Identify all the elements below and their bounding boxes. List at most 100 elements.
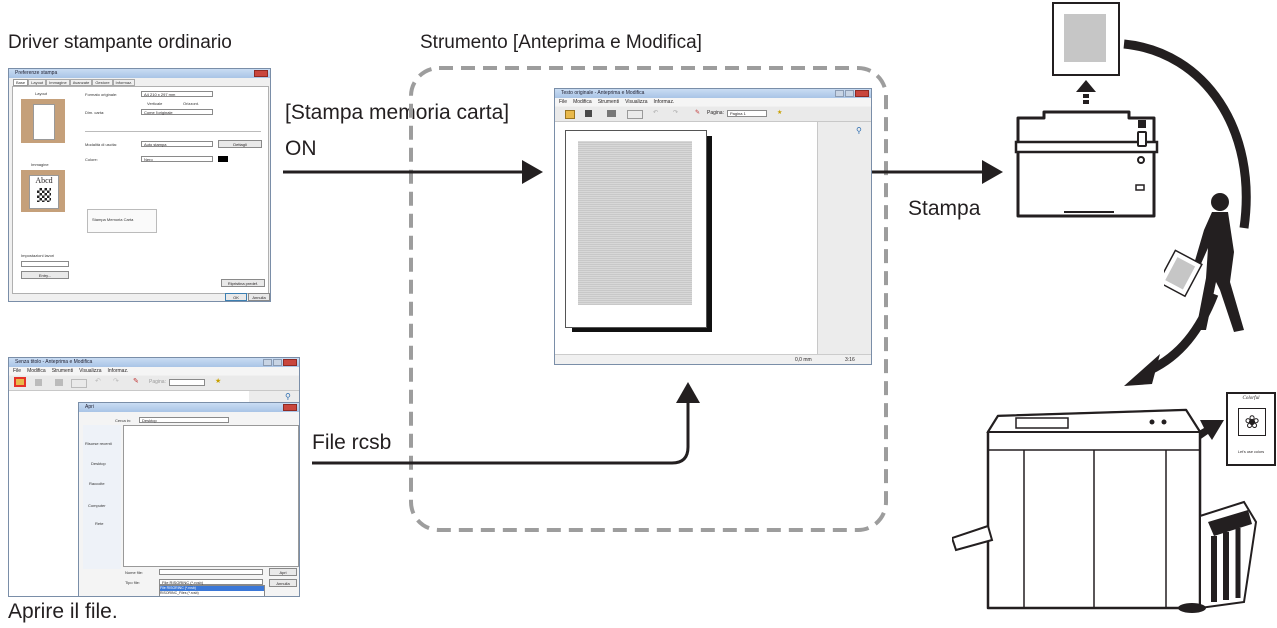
modalita-select[interactable]: Auto stampa [141, 141, 213, 147]
menu-strumenti[interactable]: Strumenti [597, 99, 620, 105]
up-arrow-seg2 [1083, 94, 1089, 98]
zoom-icon[interactable]: ⚲ [285, 392, 291, 401]
menu-informaz[interactable]: Informaz. [653, 99, 675, 105]
open-folder-icon[interactable] [565, 110, 575, 119]
redo-icon[interactable]: ↷ [113, 378, 119, 385]
tipo-select[interactable]: File RISORINC (*.rcsb) [159, 579, 263, 585]
flyer-top-text: Colorful [1242, 396, 1260, 401]
pagina-select[interactable]: Pagina 1 [727, 110, 767, 117]
page-sheet [565, 130, 707, 328]
layout-label: Layout [35, 91, 48, 96]
pagina-select[interactable] [169, 379, 205, 386]
maximize-icon[interactable] [845, 90, 854, 97]
color-swatch [218, 156, 228, 162]
close-icon[interactable] [283, 404, 297, 411]
save-icon[interactable] [35, 379, 42, 386]
menu-visualizza[interactable]: Visualizza [625, 99, 648, 105]
tab-base[interactable]: Base [13, 79, 29, 86]
tab-gestore[interactable]: Gestore [92, 79, 113, 86]
colore-label: Colore: [85, 157, 98, 162]
pen-icon[interactable]: ✎ [133, 378, 139, 385]
place-rete[interactable]: Rete [95, 521, 104, 526]
undo-icon[interactable]: ↶ [653, 110, 659, 116]
image-preview: Abcd [21, 170, 65, 212]
dialog-titlebar: Apri [79, 403, 299, 412]
menu-modifica[interactable]: Modifica [573, 99, 592, 105]
flyer-card: Colorful ❀ Let's use colors [1226, 392, 1276, 466]
orient-verticale[interactable]: Verticale [147, 101, 163, 106]
entry-button[interactable]: Entry... [21, 271, 69, 279]
menu-strumenti[interactable]: Strumenti [51, 368, 74, 374]
impostazioni-label: Impostazioni lavori [21, 253, 55, 258]
preview-window: Testo originale - Anteprima e Modifica F… [554, 88, 872, 365]
maximize-icon[interactable] [273, 359, 282, 366]
tipo-dropdown: File RISORINC (*.rcsb) RISORINC_Files (*… [159, 585, 265, 596]
undo-icon[interactable]: ↶ [95, 378, 101, 385]
file-rcsb-label: File rcsb [312, 431, 392, 454]
tab-immagine[interactable]: Immagine [46, 79, 70, 86]
dettagli-button[interactable]: Dettagli [218, 140, 262, 148]
place-desktop[interactable]: Desktop [91, 461, 106, 466]
open-folder-icon[interactable] [14, 377, 26, 387]
menu-informaz[interactable]: Informaz. [107, 368, 129, 374]
layout-icon[interactable] [71, 379, 87, 388]
close-icon[interactable] [254, 70, 268, 77]
driver-window: Preferenze stampa Base Layout Immagine A… [8, 68, 271, 302]
tipo-label: Tipo file: [125, 580, 140, 585]
tab-avanzate[interactable]: Avanzate [69, 79, 93, 86]
tool-title: Strumento [Anteprima e Modifica] [420, 32, 702, 53]
memoria-checkbox[interactable]: Stampa Memoria Carta [92, 217, 134, 222]
place-raccolte[interactable]: Raccolte [89, 481, 105, 486]
on-label: ON [285, 137, 317, 160]
save-icon[interactable] [585, 110, 592, 117]
apri-button[interactable]: Apri [269, 568, 297, 576]
pen-icon[interactable]: ✎ [695, 110, 701, 116]
minimize-icon[interactable] [835, 90, 844, 97]
flower-icon: ❀ [1238, 408, 1266, 436]
driver-tabs: Base Layout Immagine Avanzate Gestore In… [13, 79, 136, 86]
close-icon[interactable] [855, 90, 869, 97]
tipo-option-2[interactable]: RISORINC_Files (*.rcsb) [160, 591, 199, 595]
impostazioni-select[interactable] [21, 261, 69, 267]
annulla-button[interactable]: Annulla [248, 293, 270, 301]
close-icon[interactable] [283, 359, 297, 366]
formato-select[interactable]: A4 210 x 297 mm [141, 91, 213, 97]
zoom-icon[interactable]: ⚲ [856, 126, 862, 135]
carta-select[interactable]: Come l'originale [141, 109, 213, 115]
flyer-bottom-text: Let's use colors [1237, 450, 1265, 454]
place-recenti[interactable]: Risorse recenti [85, 441, 112, 446]
menu-file[interactable]: File [559, 99, 568, 105]
preview-menu: File Modifica Strumenti Visualizza Infor… [555, 98, 871, 106]
minimize-icon[interactable] [263, 359, 272, 366]
menu-file[interactable]: File [13, 368, 22, 374]
help-icon[interactable]: ★ [777, 110, 783, 116]
file-list[interactable] [123, 425, 299, 567]
place-computer[interactable]: Computer [88, 503, 106, 508]
print-icon[interactable] [55, 379, 63, 386]
ripristina-button[interactable]: Ripristina predef. [221, 279, 265, 287]
tipo-option-1[interactable]: File RISORINC (*.rcsb) [160, 586, 264, 591]
help-icon[interactable]: ★ [215, 378, 222, 385]
colore-select[interactable]: Nero [141, 156, 213, 162]
curve-arrow-top [1123, 39, 1251, 229]
printer-icon [1014, 110, 1159, 218]
redo-icon[interactable]: ↷ [673, 110, 679, 116]
annulla-button[interactable]: Annulla [269, 579, 297, 587]
tab-layout[interactable]: Layout [28, 79, 47, 86]
print-icon[interactable] [607, 110, 616, 117]
menu-visualizza[interactable]: Visualizza [79, 368, 102, 374]
orient-orizzont[interactable]: Orizzont. [183, 101, 200, 106]
ok-button[interactable]: OK [225, 293, 247, 301]
cerca-select[interactable]: Desktop [139, 417, 229, 423]
nome-label: Nome file: [125, 570, 144, 575]
layout-icon[interactable] [627, 110, 643, 119]
menu-modifica[interactable]: Modifica [27, 368, 46, 374]
nome-input[interactable] [159, 569, 263, 575]
tab-informaz[interactable]: Informaz. [112, 79, 136, 86]
carta-label: Dim. carta: [85, 110, 105, 115]
curve-arrow-head [1124, 354, 1160, 386]
printed-content [1064, 14, 1106, 62]
image-page: Abcd [29, 175, 59, 209]
layout-preview [21, 99, 65, 143]
pagina-label: Pagina: [149, 379, 166, 385]
